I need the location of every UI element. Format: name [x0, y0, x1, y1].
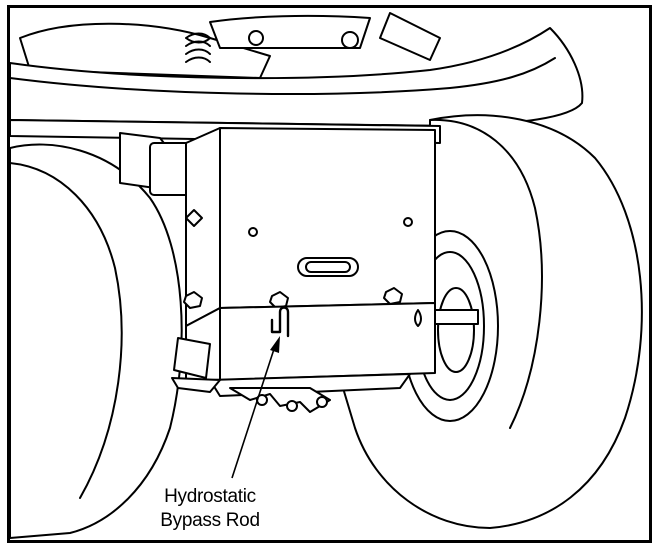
lower-skirt-plate [219, 302, 436, 381]
hydrostatic-bypass-rod [270, 306, 290, 338]
left-tire [10, 143, 183, 539]
callout-line-2: Bypass Rod [160, 510, 260, 531]
bypass-rod-callout: Hydrostatic Bypass Rod [140, 485, 280, 533]
tractor-underside-illustration [10, 12, 643, 539]
seat-spring-area [19, 12, 441, 79]
callout-line-1: Hydrostatic [164, 486, 256, 507]
transaxle-housing [219, 127, 436, 309]
hood-shell [10, 27, 584, 127]
leader-arrow-icon [231, 336, 280, 479]
figure-frame: Hydrostatic Bypass Rod [7, 5, 652, 543]
